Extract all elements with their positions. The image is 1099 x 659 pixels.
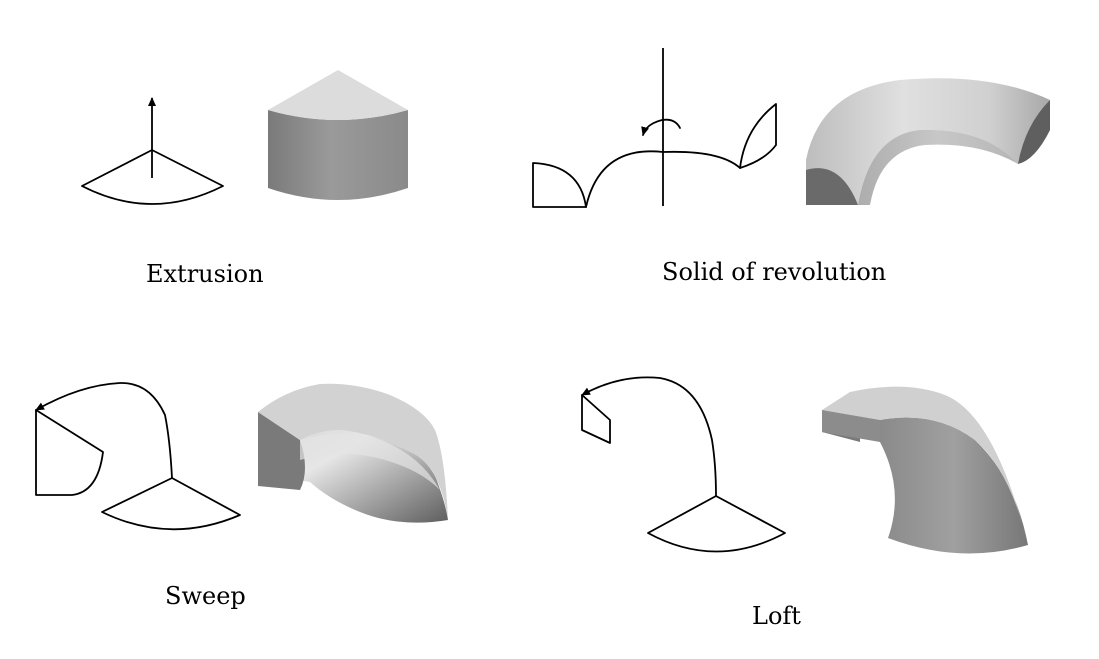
extrusion-label: Extrusion xyxy=(146,260,264,288)
sweep-solid xyxy=(258,383,448,523)
loft-label: Loft xyxy=(752,602,801,630)
revolution-profile xyxy=(532,48,777,208)
revolution-solid xyxy=(806,78,1050,205)
loft-profile xyxy=(581,376,786,553)
sweep-label: Sweep xyxy=(165,582,246,610)
sweep-profile xyxy=(35,382,241,531)
extrusion-solid xyxy=(268,70,408,200)
extrusion-profile xyxy=(81,97,224,205)
solid-of-revolution-label: Solid of revolution xyxy=(662,258,887,286)
loft-solid xyxy=(822,386,1028,554)
